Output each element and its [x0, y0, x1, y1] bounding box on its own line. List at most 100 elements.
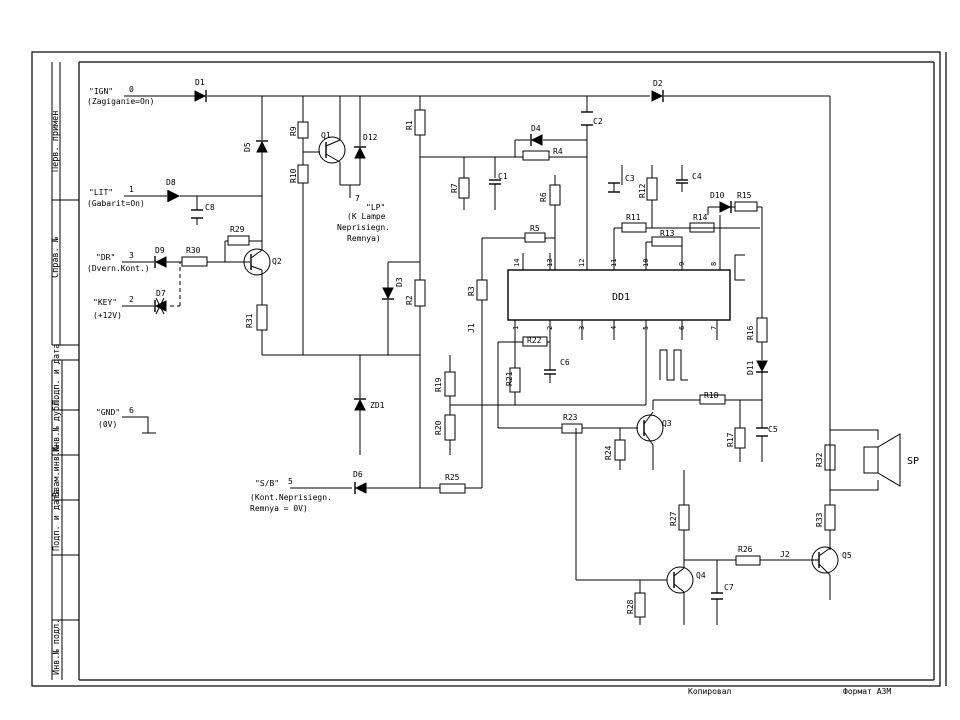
label-r3: R3 [467, 286, 476, 296]
connector-gnd: "GND" 6 (0V) [96, 406, 156, 434]
label-q4: Q4 [696, 571, 706, 580]
connector-lit-name: "LIT" [89, 188, 113, 197]
label-d2: D2 [653, 79, 663, 88]
wires [122, 95, 879, 625]
diodes [154, 90, 768, 494]
label-r19: R19 [434, 377, 443, 392]
label-r29: R29 [230, 225, 245, 234]
label-r33: R33 [815, 512, 824, 527]
ic-pins-top: 14 13 12 11 10 9 8 [513, 259, 718, 267]
connector-gnd-desc: (0V) [98, 420, 117, 429]
stamp-text-6: Подп. и дата [52, 490, 62, 551]
label-r2: R2 [405, 295, 414, 305]
label-d3: D3 [395, 277, 404, 287]
label-r18: R18 [704, 391, 719, 400]
ic-pin: 7 [710, 326, 718, 330]
label-r24: R24 [604, 445, 613, 460]
label-j2: J2 [780, 550, 790, 559]
ic-pin: 14 [513, 259, 521, 267]
component-labels: D1 D2 D5 R9 R10 Q1 D12 R1 D4 C2 R4 R7 C1… [155, 78, 919, 614]
ic-pin: 6 [678, 326, 686, 330]
label-d9: D9 [155, 246, 165, 255]
label-d1: D1 [195, 78, 205, 87]
ic-pin: 11 [610, 259, 618, 267]
connector-ign: "IGN" 0 (Zagiganie=On) [87, 85, 154, 106]
d7-star-icon [155, 297, 165, 315]
capacitors [191, 111, 768, 600]
label-r21: R21 [505, 371, 514, 386]
label-r9: R9 [289, 126, 298, 136]
ic-pin: 5 [642, 326, 650, 330]
connector-dr-desc: (Dvern.Kont.) [87, 264, 150, 273]
label-c8: C8 [205, 203, 215, 212]
label-c6: C6 [560, 358, 570, 367]
label-j1: J1 [467, 323, 476, 333]
ic-pin: 2 [546, 326, 554, 330]
footer-format: Формат А3М [843, 687, 891, 696]
connector-lp-desc: (K Lampe [347, 212, 386, 221]
resistors [181, 109, 836, 618]
ic-dd1 [507, 253, 731, 321]
label-r28: R28 [626, 599, 635, 614]
label-d11: D11 [746, 360, 755, 375]
label-r4: R4 [553, 147, 563, 156]
label-c3: C3 [625, 174, 635, 183]
ic-label: DD1 [612, 292, 630, 303]
label-r1: R1 [405, 120, 414, 130]
ic-pin: 8 [710, 262, 718, 266]
label-r12: R12 [638, 183, 647, 198]
connector-lp-name: "LP" [366, 203, 385, 212]
label-r25: R25 [445, 473, 460, 482]
drawing-frame [31, 51, 947, 687]
connector-gnd-name: "GND" [96, 408, 120, 417]
label-q5: Q5 [842, 551, 852, 560]
connector-gnd-num: 6 [129, 406, 134, 415]
connector-lit: "LIT" 1 (Gabarit=On) [87, 185, 145, 208]
label-r17: R17 [726, 432, 735, 447]
ic-pin: 10 [642, 259, 650, 267]
label-r22: R22 [527, 336, 542, 345]
ic-pin: 9 [678, 262, 686, 266]
label-d12: D12 [363, 133, 378, 142]
label-r32: R32 [815, 452, 824, 467]
pulse-wave-icon [659, 349, 688, 381]
label-r10: R10 [289, 168, 298, 183]
label-r13: R13 [660, 229, 675, 238]
label-r15: R15 [737, 191, 752, 200]
connector-lp: 7 "LP" (K Lampe Neprisiegn. Remnya) [337, 194, 390, 243]
label-r26: R26 [738, 545, 753, 554]
speaker-icon [863, 433, 901, 487]
ic-pins-bottom: 1 2 3 4 5 6 7 [512, 326, 718, 330]
connector-ign-num: 0 [129, 85, 134, 94]
label-r31: R31 [245, 313, 254, 328]
stamp-text-5: Взам.инв.№ [52, 446, 62, 497]
stamp-text-3: Подп. и дата [52, 344, 62, 405]
ic-pin: 4 [610, 326, 618, 330]
ic-pin: 12 [578, 259, 586, 267]
connector-sb-num: 5 [288, 477, 293, 486]
stamp-text-2: Справ. № [51, 237, 61, 278]
label-r23: R23 [563, 413, 578, 422]
connector-sb-desc2: Remnya = 0V) [250, 504, 308, 513]
stamp-text-1: Перв. примен [51, 111, 61, 172]
connector-dr-name: "DR" [96, 253, 115, 262]
label-q3: Q3 [662, 419, 672, 428]
transistors [243, 136, 839, 594]
connector-sb-name: "S/B" [255, 479, 279, 488]
label-r6: R6 [539, 192, 548, 202]
label-sp: SP [907, 456, 919, 467]
label-c2: C2 [593, 117, 603, 126]
connector-ign-name: "IGN" [89, 87, 113, 96]
label-d7: D7 [156, 289, 166, 298]
connector-sb-desc: (Kont.Neprisiegn. [250, 493, 332, 502]
connector-lit-desc: (Gabarit=On) [87, 199, 145, 208]
connector-key-desc: (+12V) [93, 311, 122, 320]
ic-pin: 13 [546, 259, 554, 267]
label-d5: D5 [243, 142, 252, 152]
label-d4: D4 [531, 124, 541, 133]
connector-key-num: 2 [129, 295, 134, 304]
connector-key: "KEY" 2 (+12V) [93, 295, 134, 320]
connector-sb: "S/B" 5 (Kont.Neprisiegn. Remnya = 0V) [250, 477, 332, 513]
stamp-text-4: Инв.№ дубл. [51, 396, 62, 452]
